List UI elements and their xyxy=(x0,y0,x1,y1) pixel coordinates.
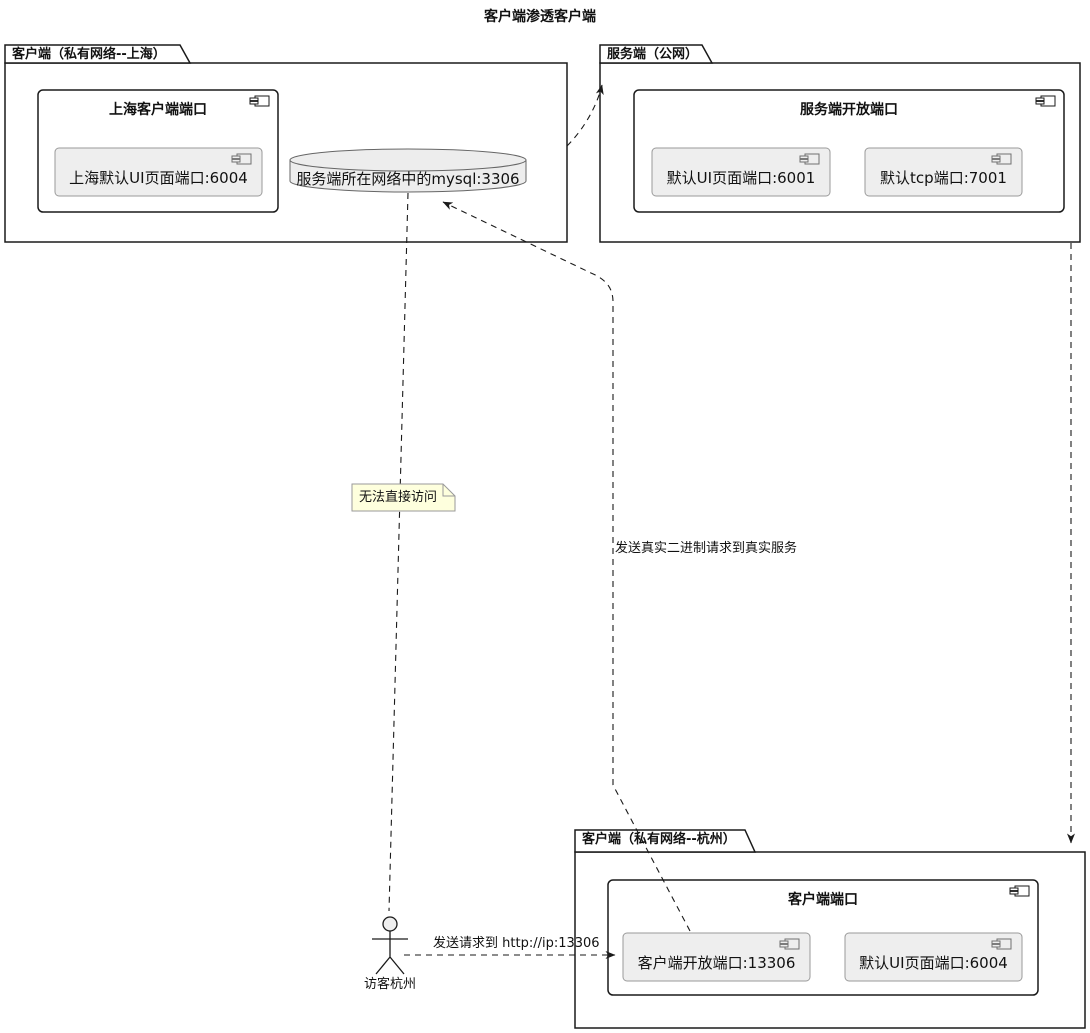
port-label-hangzhou-open-13306: 客户端开放端口:13306 xyxy=(637,954,796,972)
port-hangzhou-ui-6004 xyxy=(844,932,1023,982)
component-icon xyxy=(1035,95,1056,107)
edge-port13306-to-mysql xyxy=(442,201,691,932)
component-icon xyxy=(779,938,800,950)
component-shanghai-title: 上海客户端端口 xyxy=(109,102,207,118)
package-server-label: 服务端（公网） xyxy=(607,47,699,62)
actor-figure xyxy=(372,916,408,975)
note-text: 无法直接访问 xyxy=(359,490,438,505)
component-icon xyxy=(991,153,1012,165)
database-mysql-shape xyxy=(289,148,527,193)
component-hangzhou-title: 客户端端口 xyxy=(788,892,858,908)
component-icon xyxy=(991,938,1012,950)
port-server-ui-6001 xyxy=(651,147,831,197)
edge-label-binary-request: 发送真实二进制请求到真实服务 xyxy=(615,541,798,556)
edge-label-visitor-request: 发送请求到 http://ip:13306 xyxy=(433,936,600,951)
port-label-server-tcp-7001: 默认tcp端口:7001 xyxy=(880,169,1007,187)
port-shanghai-ui-6004 xyxy=(54,147,263,197)
database-mysql-label: 服务端所在网络中的mysql:3306 xyxy=(296,170,520,188)
note-shape xyxy=(351,483,456,512)
component-icon xyxy=(1009,885,1030,897)
port-label-hangzhou-ui-6004: 默认UI页面端口:6004 xyxy=(859,954,1008,972)
component-icon xyxy=(799,153,820,165)
edge-visitor-to-mysql xyxy=(388,192,409,912)
actor-label: 访客杭州 xyxy=(363,977,416,992)
port-server-tcp-7001 xyxy=(864,147,1023,197)
component-icon xyxy=(231,153,252,165)
port-label-shanghai-ui-6004: 上海默认UI页面端口:6004 xyxy=(69,169,248,187)
port-hangzhou-open-13306 xyxy=(622,932,811,982)
diagram-title: 客户端渗透客户端 xyxy=(484,9,596,25)
package-hangzhou-label: 客户端（私有网络--杭州） xyxy=(582,832,736,847)
component-icon xyxy=(249,95,270,107)
component-server-title: 服务端开放端口 xyxy=(800,102,898,118)
edge-shanghai-to-server xyxy=(566,84,604,147)
port-label-server-ui-6001: 默认UI页面端口:6001 xyxy=(666,169,816,187)
package-shanghai-label: 客户端（私有网络--上海） xyxy=(12,47,166,62)
